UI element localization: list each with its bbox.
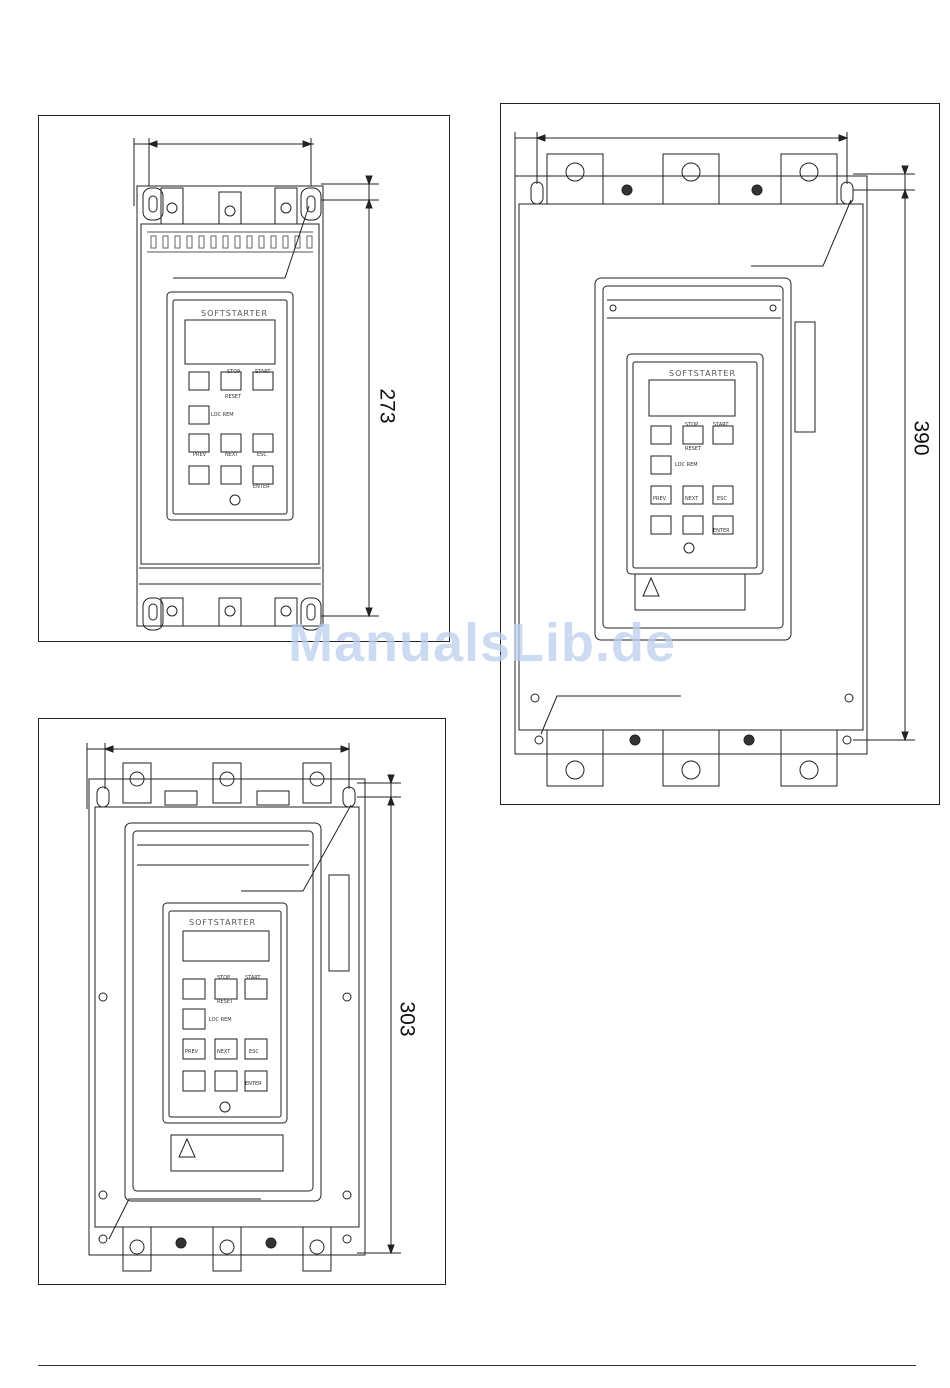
vent-slot: [223, 236, 228, 248]
vent-slot: [199, 236, 204, 248]
stop-label: STOP: [217, 975, 230, 981]
keypad-brand-label: SOFTSTARTER: [189, 918, 256, 927]
diagram-panel-large: SOFTSTARTER STOP RESET START PREV NEXT E…: [500, 103, 940, 805]
start-label: START: [245, 975, 261, 981]
softstarter-drawing-small: SOFTSTARTER STOP RESET START PREV NEXT E…: [39, 116, 451, 643]
loc-rem-label: LOC REM: [211, 412, 234, 418]
stop-label: STOP: [227, 369, 240, 375]
start-label: START: [713, 422, 729, 428]
keypad-brand-label: SOFTSTARTER: [669, 369, 736, 378]
loc-rem-label: LOC REM: [209, 1017, 232, 1023]
dimension-height-large: 390: [909, 420, 933, 455]
reset-label: RESET: [685, 446, 702, 452]
keypad-brand-label: SOFTSTARTER: [201, 309, 268, 318]
diagram-panel-medium: SOFTSTARTER STOP RESET START PREV NEXT E…: [38, 718, 446, 1285]
vent-slot: [259, 236, 264, 248]
enter-label: ENTER: [253, 484, 270, 490]
vent-slot: [271, 236, 276, 248]
next-label: NEXT: [217, 1049, 231, 1055]
vent-slot: [211, 236, 216, 248]
enter-label: ENTER: [245, 1081, 262, 1087]
stop-label: STOP: [685, 422, 698, 428]
enter-label: ENTER: [713, 528, 730, 534]
reset-label: RESET: [225, 394, 242, 400]
esc-label: ESC: [717, 496, 727, 502]
softstarter-drawing-medium: SOFTSTARTER STOP RESET START PREV NEXT E…: [39, 719, 447, 1286]
next-label: NEXT: [685, 496, 699, 502]
esc-label: ESC: [257, 452, 267, 458]
vent-slot: [283, 236, 288, 248]
softstarter-drawing-large: SOFTSTARTER STOP RESET START PREV NEXT E…: [501, 104, 941, 806]
vent-slot: [307, 236, 312, 248]
start-label: START: [255, 369, 271, 375]
prev-label: PREV: [185, 1049, 199, 1055]
dimension-height-medium: 303: [395, 1001, 419, 1036]
prev-label: PREV: [193, 452, 207, 458]
vent-slot: [175, 236, 180, 248]
vent-slot: [235, 236, 240, 248]
footer-rule: [38, 1365, 916, 1366]
vent-slot: [151, 236, 156, 248]
diagram-panel-small: SOFTSTARTER STOP RESET START PREV NEXT E…: [38, 115, 450, 642]
vent-slot: [187, 236, 192, 248]
watermark: ManualsLib.de: [288, 612, 676, 674]
vent-slot: [247, 236, 252, 248]
next-label: NEXT: [225, 452, 239, 458]
vent-slot: [163, 236, 168, 248]
reset-label: RESET: [217, 999, 234, 1005]
esc-label: ESC: [249, 1049, 259, 1055]
dimension-height-small: 273: [375, 388, 399, 423]
loc-rem-label: LOC REM: [675, 462, 698, 468]
prev-label: PREV: [653, 496, 667, 502]
